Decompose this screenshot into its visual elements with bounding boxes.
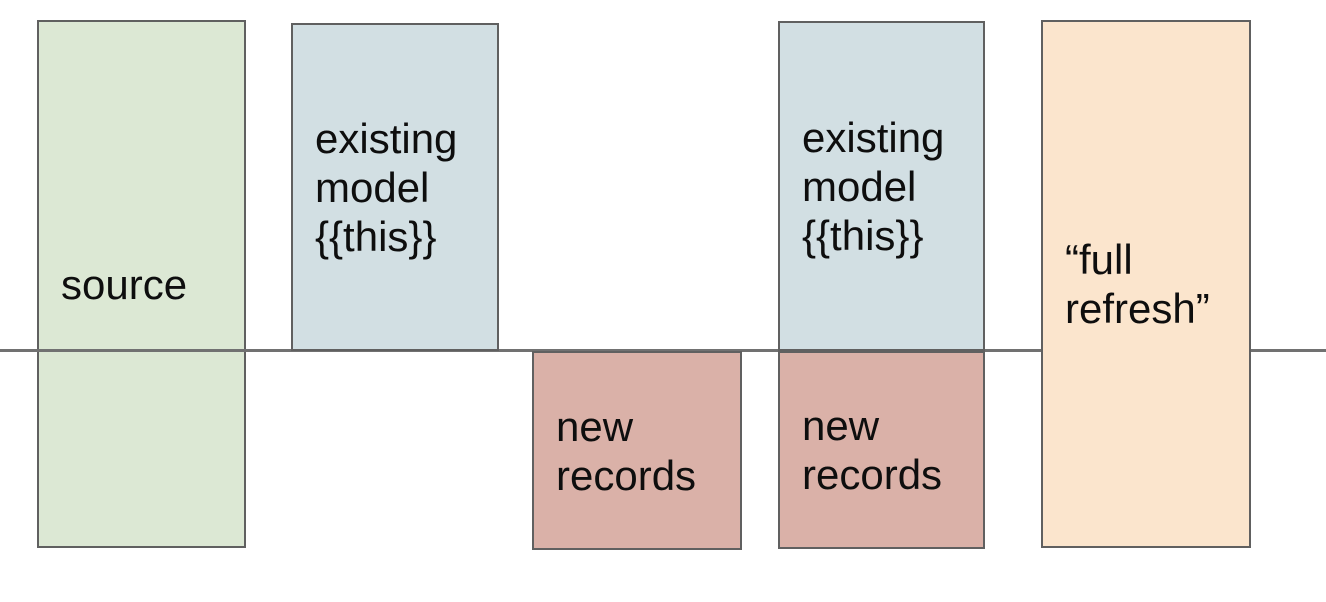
box-full-refresh: “full refresh”	[1041, 20, 1251, 548]
box-new-records-left: new records	[532, 351, 742, 550]
box-existing-model-right-label: existing model {{this}}	[802, 113, 945, 259]
timeline-divider	[0, 349, 1326, 352]
box-source-label: source	[61, 260, 188, 308]
box-existing-model-left-label: existing model {{this}}	[315, 114, 458, 260]
box-existing-model-left: existing model {{this}}	[291, 23, 499, 351]
box-new-records-right: new records	[778, 351, 985, 549]
box-source: source	[37, 20, 246, 548]
box-full-refresh-label: “full refresh”	[1065, 236, 1210, 332]
box-existing-model-right: existing model {{this}}	[778, 21, 985, 351]
box-new-records-left-label: new records	[556, 402, 697, 499]
box-new-records-right-label: new records	[802, 402, 943, 498]
